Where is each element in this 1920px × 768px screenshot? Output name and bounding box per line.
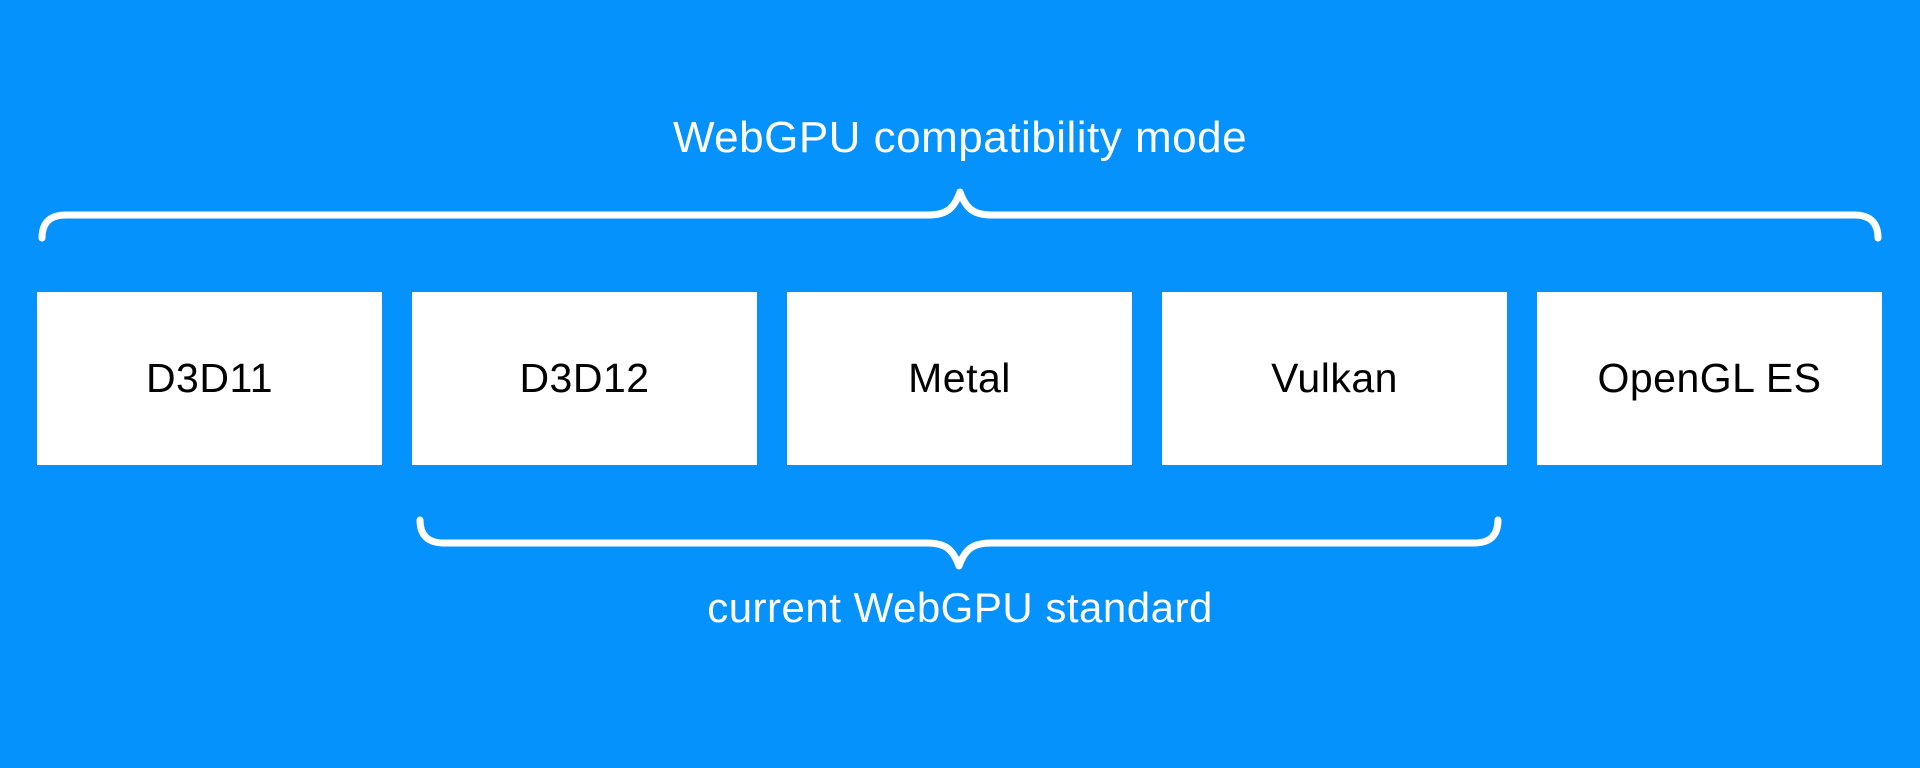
top-brace-path <box>38 188 1882 242</box>
api-box-label: D3D12 <box>519 355 650 401</box>
api-box-label: Metal <box>908 355 1011 401</box>
api-box-opengl-es: OpenGL ES <box>1537 292 1882 465</box>
api-box-d3d12: D3D12 <box>412 292 757 465</box>
api-box-label: Vulkan <box>1271 355 1398 401</box>
bottom-brace-label: current WebGPU standard <box>707 584 1213 631</box>
api-box-metal: Metal <box>787 292 1132 465</box>
api-box-vulkan: Vulkan <box>1162 292 1507 465</box>
api-box-label: OpenGL ES <box>1597 355 1822 401</box>
api-box-label: D3D11 <box>145 355 274 401</box>
api-box-d3d11: D3D11 <box>37 292 382 465</box>
top-brace-label: WebGPU compatibility mode <box>672 113 1248 162</box>
bottom-brace-path <box>416 516 1502 570</box>
api-boxes-row: D3D11 D3D12 Metal Vulkan OpenGL ES <box>37 292 1882 465</box>
